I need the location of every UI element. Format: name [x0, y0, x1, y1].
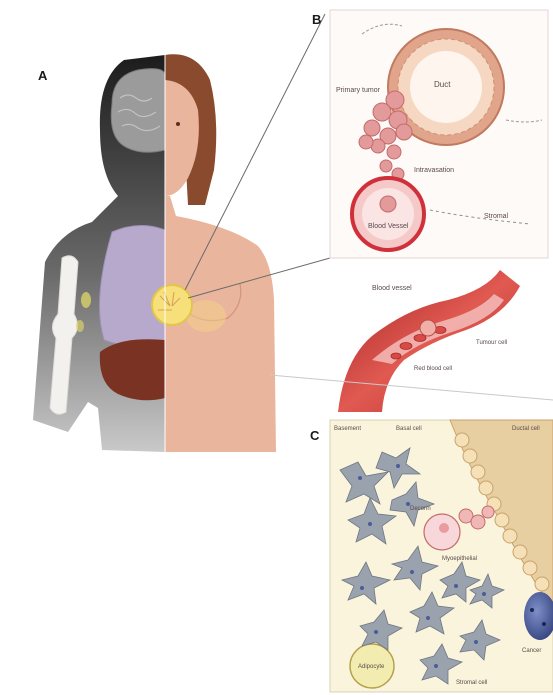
intravasation-label: Intravasation	[414, 167, 454, 174]
primary-tumor-label: Primary tumor	[336, 87, 381, 94]
circulating-tumour-cell	[420, 320, 436, 336]
panel-c-letter: C	[310, 428, 320, 443]
panel-a-letter: A	[38, 68, 48, 83]
blood-vessel-2-label: Blood vessel	[372, 285, 412, 292]
brain-icon	[111, 69, 165, 153]
panel-b: B Duct Primary tumor Intravasation Blood…	[312, 10, 548, 258]
basal-cell-label: Basal cell	[396, 426, 422, 432]
red-blood-cell-label: Red blood cell	[414, 366, 452, 372]
myoepithelial-label: Myoepithelial	[442, 556, 477, 562]
lung-icon	[100, 225, 166, 346]
lymph-node-icon	[81, 292, 91, 308]
stromal-label: Stromal	[484, 213, 509, 220]
duct-label: Duct	[434, 80, 451, 89]
ductal-cell-label: Ductal cell	[512, 426, 540, 432]
panel-c: C	[310, 420, 553, 692]
tumour-cell-label: Tumour cell	[476, 340, 507, 346]
tumour-cell-in-vessel	[380, 196, 396, 212]
decorin-label: Decorin	[410, 506, 431, 512]
lymph-node-icon	[76, 320, 84, 332]
eye-icon	[176, 122, 180, 126]
stromal-cell-label: Stromal cell	[456, 680, 487, 686]
panel-a: A	[33, 54, 276, 452]
basement-label: Basement	[334, 426, 361, 432]
blood-vessel-label: Blood Vessel	[368, 223, 409, 230]
panel-b-letter: B	[312, 12, 321, 27]
adipocyte-label: Adipocyte	[358, 664, 385, 670]
cancer-label: Cancer	[522, 648, 541, 654]
